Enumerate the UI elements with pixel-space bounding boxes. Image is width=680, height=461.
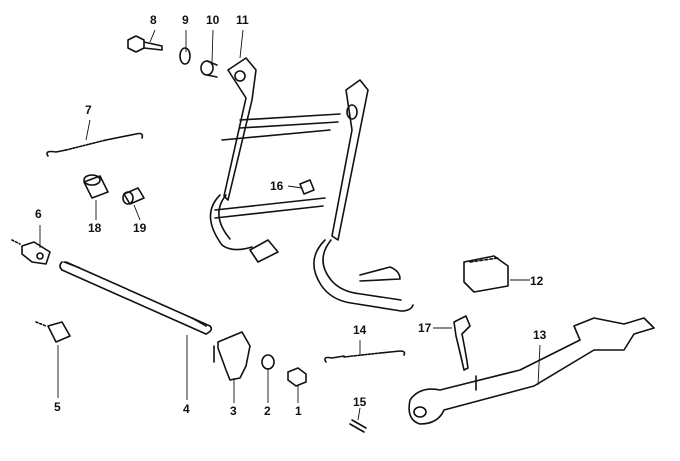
rubber-pad-part-12 (463, 255, 509, 293)
callout-19: 19 (133, 221, 147, 235)
bushing-part-19 (122, 187, 145, 205)
callout-18: 18 (88, 221, 102, 235)
spring-part-7 (46, 132, 144, 157)
nut-part-1 (287, 367, 307, 387)
pivot-shaft-part-4 (59, 261, 213, 335)
callout-11: 11 (236, 13, 249, 27)
callout-13: 13 (533, 328, 547, 342)
washer-part-9 (179, 47, 191, 65)
spring-clip-part-17 (453, 315, 471, 371)
callout-12: 12 (530, 274, 544, 288)
side-stand-part-13 (408, 317, 655, 425)
callout-1: 1 (295, 404, 302, 418)
callout-6: 6 (35, 207, 42, 221)
bushing-part-10 (200, 60, 218, 78)
callout-5: 5 (54, 400, 61, 414)
bracket-part-3 (213, 331, 251, 381)
pin-part-15 (349, 419, 367, 433)
callout-9: 9 (182, 13, 189, 27)
center-stand-part-11 (209, 57, 414, 312)
rubber-bushing-part-18 (83, 174, 109, 199)
callout-2: 2 (264, 404, 271, 418)
callout-4: 4 (183, 402, 190, 416)
callout-7: 7 (85, 103, 92, 117)
callout-3: 3 (230, 404, 237, 418)
callout-14: 14 (353, 323, 367, 337)
washer-part-2 (261, 354, 275, 370)
bolt-part-8 (127, 35, 163, 53)
pin-part-5 (35, 321, 71, 343)
callout-15: 15 (353, 395, 367, 409)
clip-part-6 (11, 239, 51, 265)
callout-16: 16 (270, 179, 284, 193)
callout-10: 10 (206, 13, 220, 27)
leader-lines (39, 29, 541, 421)
rubber-plug-part-16 (299, 179, 315, 195)
spring-part-14 (324, 350, 406, 363)
callout-8: 8 (150, 13, 157, 27)
callout-17: 17 (418, 321, 432, 335)
